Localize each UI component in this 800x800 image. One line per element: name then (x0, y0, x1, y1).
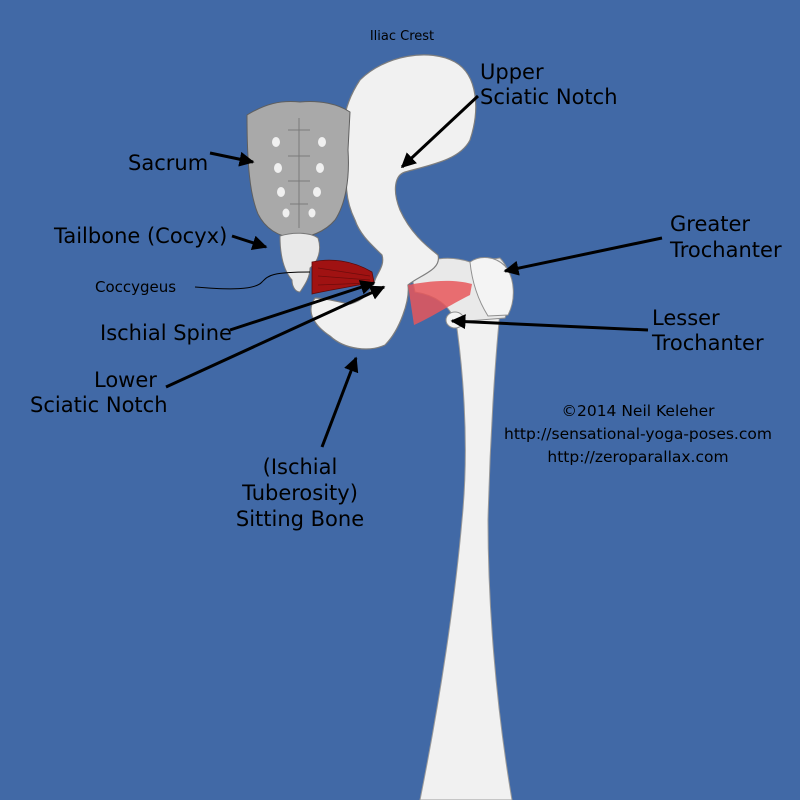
label-greater-trochanter-line1: Greater (670, 212, 750, 236)
label-sitting-bone-line1: (Ischial (263, 455, 338, 479)
label-tailbone: Tailbone (Cocyx) (53, 224, 227, 248)
label-sitting-bone-line2: Tuberosity) (241, 481, 358, 505)
label-lesser-trochanter-line1: Lesser (652, 306, 720, 330)
label-lesser-trochanter-line2: Trochanter (651, 331, 764, 355)
label-sitting-bone-line3: Sitting Bone (236, 507, 364, 531)
label-coccygeus: Coccygeus (95, 278, 176, 296)
label-upper-sciatic-notch-line1: Upper (480, 60, 544, 84)
credit-url-1: http://sensational-yoga-poses.com (504, 425, 772, 443)
label-upper-sciatic-notch-line2: Sciatic Notch (480, 85, 618, 109)
label-sacrum: Sacrum (128, 151, 208, 175)
label-ischial-spine: Ischial Spine (100, 321, 232, 345)
credit-copyright: ©2014 Neil Keleher (561, 402, 715, 420)
credit-url-2: http://zeroparallax.com (547, 448, 728, 466)
label-iliac-crest: Iliac Crest (370, 29, 434, 44)
label-lower-sciatic-notch-line2: Sciatic Notch (30, 393, 168, 417)
label-lower-sciatic-notch-line1: Lower (94, 368, 157, 392)
label-greater-trochanter-line2: Trochanter (669, 238, 782, 262)
